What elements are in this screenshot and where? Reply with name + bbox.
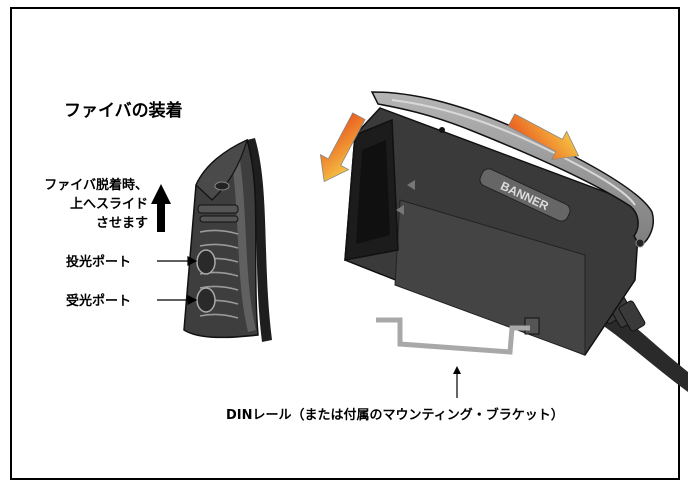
- slide-instruction-line: ファイバ脱着時、: [44, 178, 148, 193]
- slide-instruction-line: させます: [95, 216, 148, 231]
- diagram-frame: [10, 7, 680, 480]
- sensor-unit: BANNER: [344, 91, 688, 392]
- slide-instruction-line: 上へスライド: [69, 197, 148, 212]
- din-rail: [376, 317, 530, 355]
- din-rail-label: DINレール（または付属のマウンティング・ブラケット）: [226, 408, 564, 423]
- receiver-port-hole: [196, 287, 216, 313]
- pointer-arrow-icon: [157, 256, 198, 305]
- emitter-port-hole: [196, 249, 216, 275]
- emitter-port-label: 投光ポート: [66, 255, 132, 270]
- fiber-sensor-closeup: [183, 138, 272, 342]
- up-arrow-icon: [151, 184, 171, 232]
- slide-arrow-icon: [507, 113, 580, 161]
- sensor-back-edge: [247, 138, 272, 342]
- receiver-port-label: 受光ポート: [66, 294, 132, 309]
- sensor-cap-hole: [214, 181, 230, 191]
- pointer-arrow-icon: [453, 366, 461, 398]
- slide-instruction: ファイバ脱着時、 上へスライド させます: [8, 176, 148, 233]
- slide-arrow-icon: [319, 112, 366, 183]
- diagram-title: ファイバの装着: [64, 101, 183, 121]
